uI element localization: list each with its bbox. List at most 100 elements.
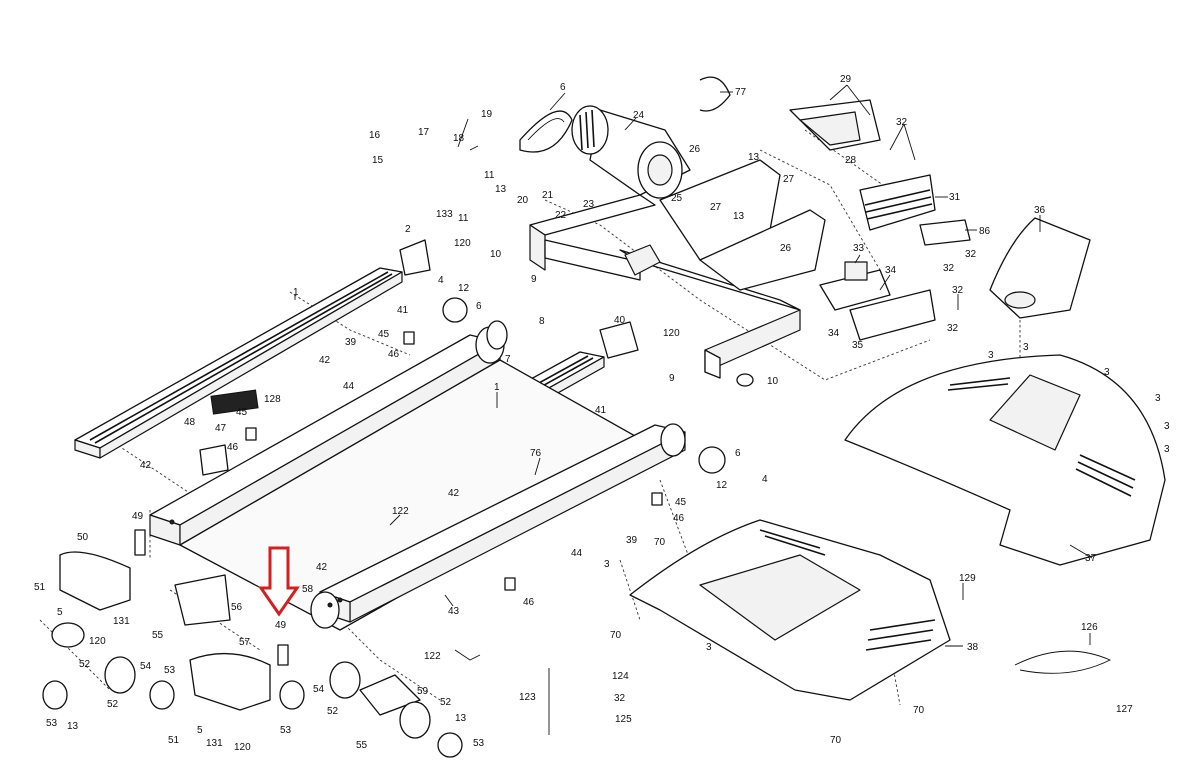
bracket-56 [174, 574, 231, 626]
callout-48: 48 [184, 417, 196, 428]
callout-43: 43 [448, 606, 460, 617]
upright-frame [529, 159, 826, 379]
callout-5: 5 [197, 725, 203, 736]
bracket-35 [849, 289, 936, 341]
callout-131: 131 [113, 616, 130, 627]
rail-grooves-left [89, 271, 393, 444]
callout-120: 120 [89, 636, 106, 647]
callout-45: 45 [236, 407, 248, 418]
callout-12: 12 [716, 480, 728, 491]
callout-52: 52 [107, 699, 119, 710]
treadmill-frame [149, 326, 686, 631]
callout-3: 3 [1164, 421, 1170, 432]
callout-55: 55 [152, 630, 164, 641]
callout-129: 129 [959, 573, 976, 584]
callout-11: 11 [458, 213, 469, 224]
callout-54: 54 [313, 684, 325, 695]
callout-32: 32 [943, 263, 955, 274]
callout-6: 6 [476, 301, 482, 312]
callout-122: 122 [392, 506, 409, 517]
callout-3: 3 [1155, 393, 1161, 404]
controller-board [789, 99, 881, 151]
callout-38: 38 [967, 642, 979, 653]
callout-3: 3 [988, 350, 994, 361]
callout-5: 5 [57, 607, 63, 618]
callout-40: 40 [614, 315, 626, 326]
callout-32: 32 [952, 285, 964, 296]
callout-25: 25 [671, 193, 683, 204]
callout-1: 1 [494, 382, 500, 393]
callout-9: 9 [669, 373, 675, 384]
callout-3: 3 [1023, 342, 1029, 353]
callout-6: 6 [560, 82, 566, 93]
callout-2: 2 [405, 224, 411, 235]
callout-28: 28 [845, 155, 857, 166]
callout-10: 10 [490, 249, 502, 260]
leader-lines [294, 84, 1093, 647]
callout-42: 42 [448, 488, 460, 499]
callout-45: 45 [675, 497, 687, 508]
callout-131: 131 [206, 738, 223, 749]
callout-86: 86 [979, 226, 991, 237]
callout-11: 11 [484, 170, 495, 181]
callout-120: 120 [234, 742, 251, 753]
hood-cover-36 [989, 217, 1091, 319]
callout-27: 27 [783, 174, 795, 185]
callout-125: 125 [615, 714, 632, 725]
callout-124: 124 [612, 671, 629, 682]
callout-36: 36 [1034, 205, 1046, 216]
callout-26: 26 [689, 144, 701, 155]
end-cap-57 [189, 652, 271, 711]
callout-49: 49 [132, 511, 144, 522]
callout-77: 77 [735, 87, 747, 98]
callout-58: 58 [302, 584, 314, 595]
callout-70: 70 [913, 705, 925, 716]
callout-53: 53 [164, 665, 176, 676]
callout-70: 70 [654, 537, 666, 548]
callout-49: 49 [275, 620, 287, 631]
callout-13: 13 [495, 184, 507, 195]
callout-3: 3 [604, 559, 610, 570]
callout-22: 22 [555, 210, 567, 221]
callout-10: 10 [767, 376, 779, 387]
callout-57: 57 [239, 637, 251, 648]
callout-26: 26 [780, 243, 792, 254]
motor-hood [844, 354, 1166, 566]
callout-42: 42 [319, 355, 331, 366]
callout-34: 34 [885, 265, 897, 276]
callout-13: 13 [733, 211, 745, 222]
callout-9: 9 [531, 274, 537, 285]
callout-50: 50 [77, 532, 89, 543]
callout-13: 13 [67, 721, 79, 732]
callout-15: 15 [372, 155, 384, 166]
callout-8: 8 [539, 316, 545, 327]
callout-18: 18 [453, 133, 465, 144]
small-hardware [134, 239, 1112, 735]
callout-27: 27 [710, 202, 722, 213]
callout-53: 53 [280, 725, 292, 736]
callout-4: 4 [762, 474, 768, 485]
callout-47: 47 [215, 423, 227, 434]
callout-53: 53 [46, 718, 58, 729]
heat-sink [859, 174, 936, 231]
callout-3: 3 [706, 642, 712, 653]
callout-41: 41 [397, 305, 409, 316]
wheels [42, 622, 463, 758]
side-rail-left [74, 267, 403, 459]
callout-55: 55 [356, 740, 368, 751]
callout-70: 70 [610, 630, 622, 641]
callout-37: 37 [1085, 553, 1097, 564]
callout-53: 53 [473, 738, 485, 749]
callout-120: 120 [663, 328, 680, 339]
callout-12: 12 [458, 283, 470, 294]
callout-32: 32 [614, 693, 626, 704]
callout-76: 76 [530, 448, 542, 459]
callout-32: 32 [965, 249, 977, 260]
callout-123: 123 [519, 692, 536, 703]
callout-46: 46 [227, 442, 239, 453]
callout-34: 34 [828, 328, 840, 339]
callout-24: 24 [633, 110, 645, 121]
callout-126: 126 [1081, 622, 1098, 633]
wire-harness-77 [699, 76, 731, 112]
